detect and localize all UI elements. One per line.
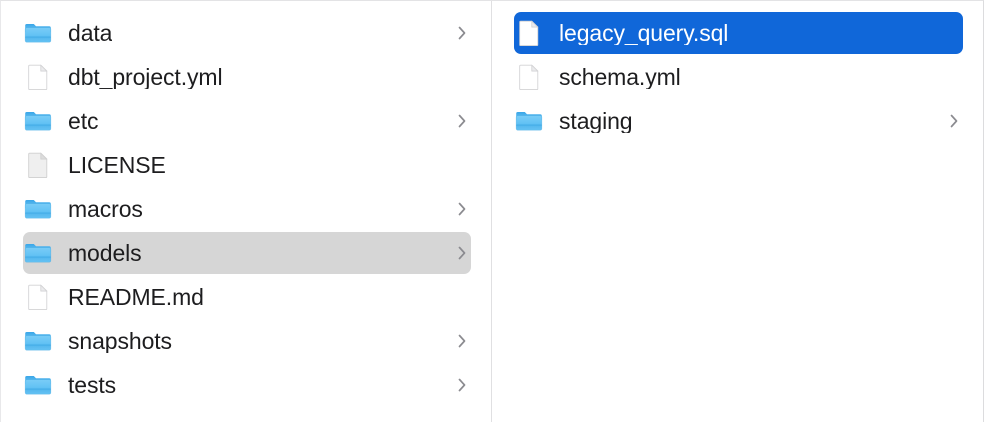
folder-row[interactable]: staging: [492, 99, 983, 143]
document-icon: [23, 62, 53, 92]
folder-icon: [23, 238, 53, 268]
folder-row[interactable]: etc: [1, 99, 491, 143]
document-icon: [23, 282, 53, 312]
item-label: snapshots: [68, 329, 172, 353]
file-row[interactable]: schema.yml: [492, 55, 983, 99]
item-label: dbt_project.yml: [68, 65, 223, 89]
item-label: legacy_query.sql: [559, 21, 729, 45]
file-row[interactable]: README.md: [1, 275, 491, 319]
file-row[interactable]: LICENSE: [1, 143, 491, 187]
item-label: schema.yml: [559, 65, 681, 89]
item-label: data: [68, 21, 113, 45]
folder-row[interactable]: snapshots: [1, 319, 491, 363]
item-label: LICENSE: [68, 153, 166, 177]
item-label: README.md: [68, 285, 204, 309]
folder-icon: [23, 326, 53, 356]
folder-row[interactable]: tests: [1, 363, 491, 407]
folder-icon: [23, 18, 53, 48]
chevron-right-icon[interactable]: [455, 110, 469, 132]
chevron-right-icon[interactable]: [455, 330, 469, 352]
file-column-child[interactable]: legacy_query.sql schema.yml staging: [492, 1, 983, 422]
item-label: tests: [68, 373, 117, 397]
folder-icon: [514, 106, 544, 136]
folder-icon: [23, 106, 53, 136]
item-label: macros: [68, 197, 143, 221]
folder-row[interactable]: macros: [1, 187, 491, 231]
document-icon: [514, 62, 544, 92]
file-row[interactable]: dbt_project.yml: [1, 55, 491, 99]
chevron-right-icon[interactable]: [455, 374, 469, 396]
chevron-right-icon[interactable]: [455, 198, 469, 220]
folder-row[interactable]: models: [1, 231, 491, 275]
chevron-right-icon[interactable]: [455, 242, 469, 264]
folder-row[interactable]: data: [1, 11, 491, 55]
document-icon: [514, 18, 544, 48]
item-label: etc: [68, 109, 99, 133]
folder-icon: [23, 370, 53, 400]
chevron-right-icon[interactable]: [455, 22, 469, 44]
item-label: staging: [559, 109, 633, 133]
folder-icon: [23, 194, 53, 224]
document-plain-icon: [23, 150, 53, 180]
chevron-right-icon[interactable]: [947, 110, 961, 132]
file-row[interactable]: legacy_query.sql: [492, 11, 983, 55]
item-label: models: [68, 241, 142, 265]
